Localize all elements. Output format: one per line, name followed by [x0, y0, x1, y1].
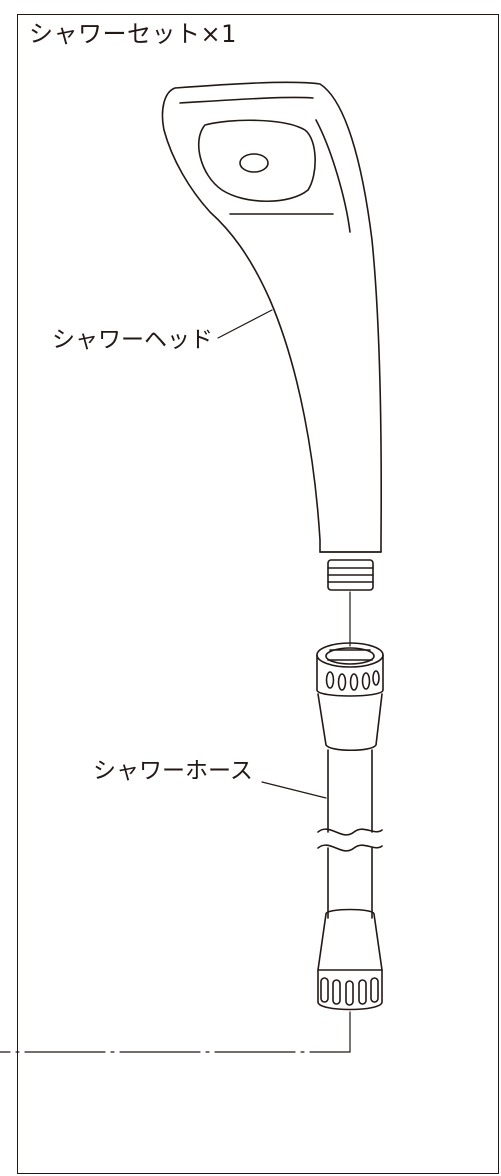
hose-bottom-sleeve — [317, 908, 383, 971]
hose-tube-lower — [327, 847, 373, 919]
hose-bottom-grips — [320, 977, 379, 1006]
shower-head-label: シャワーヘッド — [52, 327, 213, 353]
hose-break-mark-1 — [317, 828, 383, 836]
hose-break-mark-2 — [317, 844, 383, 852]
shower-hose-label: シャワーホース — [93, 758, 253, 784]
hose-nut-inner — [325, 647, 375, 665]
shower-head-leader — [217, 309, 273, 339]
shower-head-thread — [327, 559, 374, 591]
hose-tube-upper — [327, 749, 373, 833]
shower-head-illustration — [161, 81, 383, 591]
spray-face-plate — [197, 119, 316, 203]
hose-bottom-nut — [317, 969, 383, 1011]
shower-head-body — [161, 81, 383, 553]
shower-head-top-edge — [179, 96, 314, 104]
spray-face-center — [239, 153, 269, 173]
panel-frame — [17, 14, 499, 1174]
hose-nut-grips — [325, 670, 380, 691]
hose-centre-line — [0, 1011, 351, 1053]
shower-hose-leader — [261, 781, 327, 799]
shower-hose-illustration — [0, 642, 384, 1053]
hose-nut-body — [316, 654, 384, 697]
hose-top-sleeve — [317, 693, 383, 752]
shower-head-side-line — [315, 119, 351, 233]
panel-title: シャワーセット×1 — [29, 20, 237, 48]
